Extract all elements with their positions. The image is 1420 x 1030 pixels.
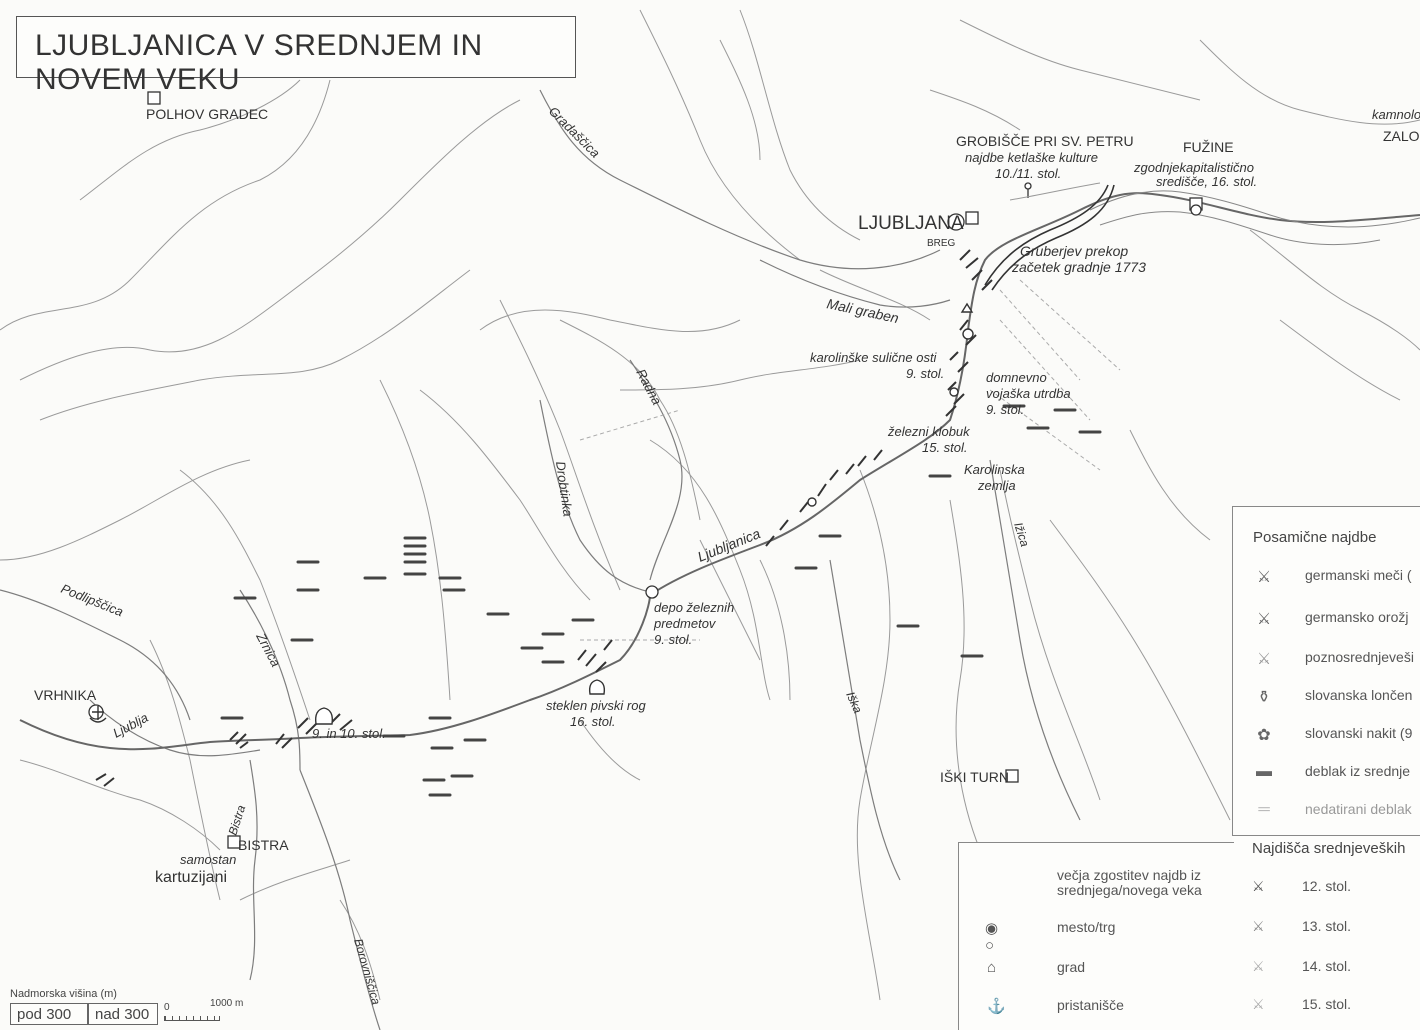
elevation-high: nad 300 <box>88 1003 158 1025</box>
map-title: LJUBLJANICA V SREDNJEM IN NOVEM VEKU <box>35 29 483 96</box>
field-lines <box>579 279 1121 641</box>
dugout-icon: ▬ <box>1256 763 1272 780</box>
gruberjev-canal <box>984 184 1115 291</box>
germanic-weapon-icon: ⚔ <box>1256 611 1272 628</box>
slavic-pot-icon: ⚱ <box>1257 689 1271 706</box>
relief-lines <box>0 9 1420 1001</box>
scale-bar: 0 1000 m <box>162 998 282 1026</box>
pottery-jewelry-finds <box>314 302 974 725</box>
germanic-sword-icon: ⚔ <box>1256 569 1272 586</box>
legend-sites: Najdišča srednjeveških ⚔ 12. stol. ⚔ 13.… <box>1232 836 1420 1030</box>
elevation-heading: Nadmorska višina (m) <box>10 988 117 1000</box>
town-symbols <box>88 91 1203 849</box>
legend-symbols: večja zgostitev najdb iz srednjega/noveg… <box>958 842 1234 1030</box>
anchor-icon-vrhnika <box>89 706 107 723</box>
road-lines <box>1009 182 1101 201</box>
scale-zero: 0 <box>164 1002 170 1013</box>
late-medieval-icon: ⚔ <box>1256 651 1272 668</box>
map-title-box: LJUBLJANICA V SREDNJEM IN NOVEM VEKU <box>16 16 576 96</box>
sword-15-icon: ⚔ <box>1252 996 1265 1012</box>
scale-ruler <box>164 1016 220 1021</box>
ljubljanica-double <box>1089 190 1420 246</box>
sword-14-icon: ⚔ <box>1252 958 1265 974</box>
scale-max: 1000 m <box>210 998 244 1009</box>
ljubljanica-river <box>19 192 1420 751</box>
rivers <box>0 89 1081 1030</box>
elevation-low: pod 300 <box>10 1003 88 1025</box>
sword-13-icon: ⚔ <box>1252 918 1265 934</box>
dugout-finds <box>220 404 1102 797</box>
slavic-jewelry-icon: ✿ <box>1257 727 1271 744</box>
legend-findings-heading: Posamične najdbe <box>1253 529 1377 546</box>
sword-12-icon: ⚔ <box>1252 878 1265 894</box>
legend-findings: Posamične najdbe ⚔ germanski meči ( ⚔ ge… <box>1232 506 1420 836</box>
castle-icon: ⌂ <box>987 959 997 976</box>
anchor-icon: ⚓ <box>987 998 1006 1015</box>
town-icon: ◉ ○ <box>985 920 999 954</box>
weapon-finds <box>95 249 993 787</box>
legend-sites-heading: Najdišča srednjeveških <box>1252 840 1406 857</box>
undated-dugout-icon: ═ <box>1258 801 1270 818</box>
